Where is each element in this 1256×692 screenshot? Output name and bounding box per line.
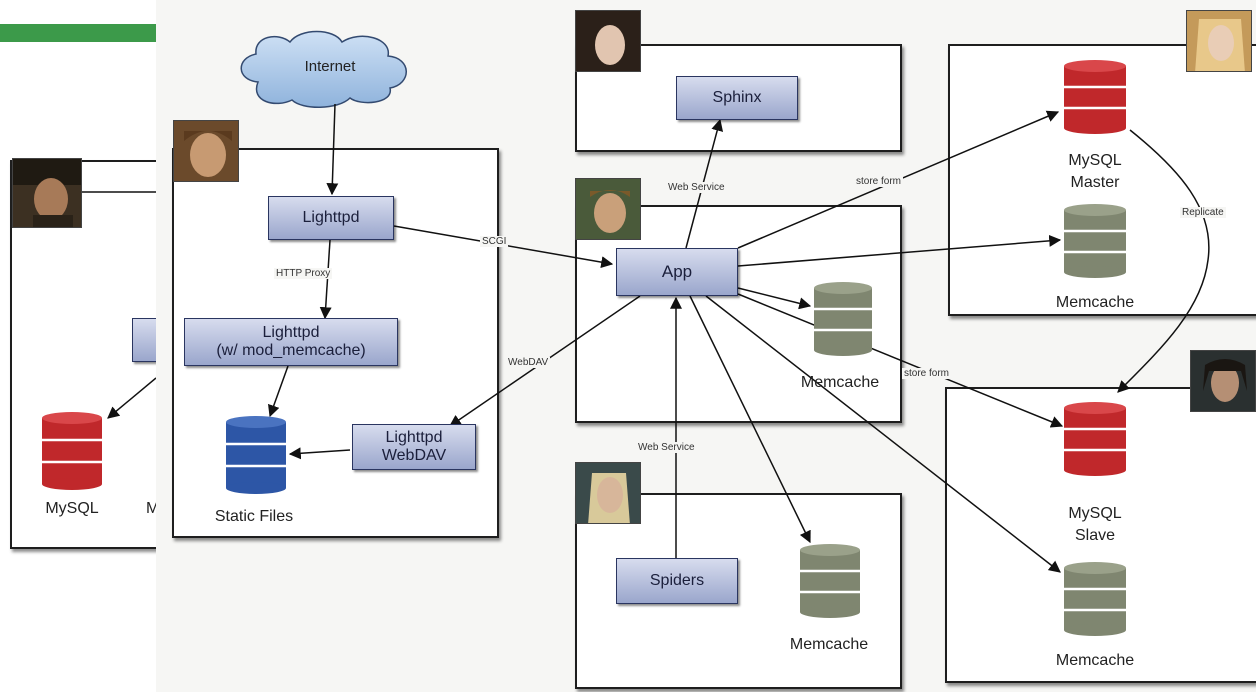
mysql-master-db-icon xyxy=(1064,60,1126,134)
left-cut-label: M xyxy=(146,500,156,517)
lighttpd-memcache-node: Lighttpd (w/ mod_memcache) xyxy=(184,318,398,366)
lighttpd-webdav-label-1: Lighttpd xyxy=(385,429,443,446)
avatar-galadriel xyxy=(1186,10,1252,72)
mysql-slave-label-2: Slave xyxy=(1074,527,1116,544)
avatar-pippin xyxy=(575,178,641,240)
mysql-slave-db-icon xyxy=(1064,402,1126,476)
store-form-top-label: store form xyxy=(854,176,904,187)
memcache-slave-db-icon xyxy=(1064,562,1126,636)
green-accent-bar xyxy=(0,24,156,42)
spiders-node: Spiders xyxy=(616,558,738,604)
web-service-bottom-label: Web Service xyxy=(636,442,697,453)
avatar-arwen xyxy=(575,10,641,72)
memcache-spiders-db-icon xyxy=(800,544,860,618)
app-node: App xyxy=(616,248,738,296)
internet-cloud-icon xyxy=(240,30,407,108)
mysql-left-label: MySQL xyxy=(45,500,99,517)
mysql-master-label-2: Master xyxy=(1070,174,1120,191)
static-files-db-icon xyxy=(226,416,286,494)
memcache-master-db-icon xyxy=(1064,204,1126,278)
mysql-master-label: MySQL Master xyxy=(1045,150,1145,194)
avatar-frodo xyxy=(12,158,82,228)
scgi-label: SCGI xyxy=(480,236,509,247)
memcache-slave-label: Memcache xyxy=(1055,652,1135,669)
store-form-bottom-label: store form xyxy=(902,368,952,379)
left-slide-graphics xyxy=(42,191,157,490)
sphinx-node: Sphinx xyxy=(676,76,798,120)
lighttpd-memcache-label-1: Lighttpd xyxy=(262,324,320,341)
mysql-slave-label: MySQL Slave xyxy=(1045,503,1145,547)
lighttpd-webdav-label-2: WebDAV xyxy=(381,447,447,464)
memcache-app-db-icon xyxy=(814,282,872,356)
mysql-slave-label-1: MySQL xyxy=(1068,505,1122,522)
webdav-label: WebDAV xyxy=(506,357,551,368)
memcache-spiders-label: Memcache xyxy=(789,636,869,653)
avatar-legolas xyxy=(575,462,641,524)
mysql-left-db-icon xyxy=(42,412,102,490)
http-proxy-label: HTTP Proxy xyxy=(274,268,333,279)
avatar-elrond xyxy=(1190,350,1256,412)
static-files-label: Static Files xyxy=(214,508,294,525)
lighttpd-memcache-label-2: (w/ mod_memcache) xyxy=(216,342,366,359)
memcache-master-label: Memcache xyxy=(1055,294,1135,311)
memcache-app-label: Memcache xyxy=(800,374,880,391)
replicate-label: Replicate xyxy=(1180,207,1226,218)
mysql-master-label-1: MySQL xyxy=(1068,152,1122,169)
web-service-top-label: Web Service xyxy=(666,182,727,193)
avatar-sam xyxy=(173,120,239,182)
lighttpd-front-node: Lighttpd xyxy=(268,196,394,240)
lighttpd-webdav-node: Lighttpd WebDAV xyxy=(352,424,476,470)
internet-label: Internet xyxy=(304,58,356,75)
